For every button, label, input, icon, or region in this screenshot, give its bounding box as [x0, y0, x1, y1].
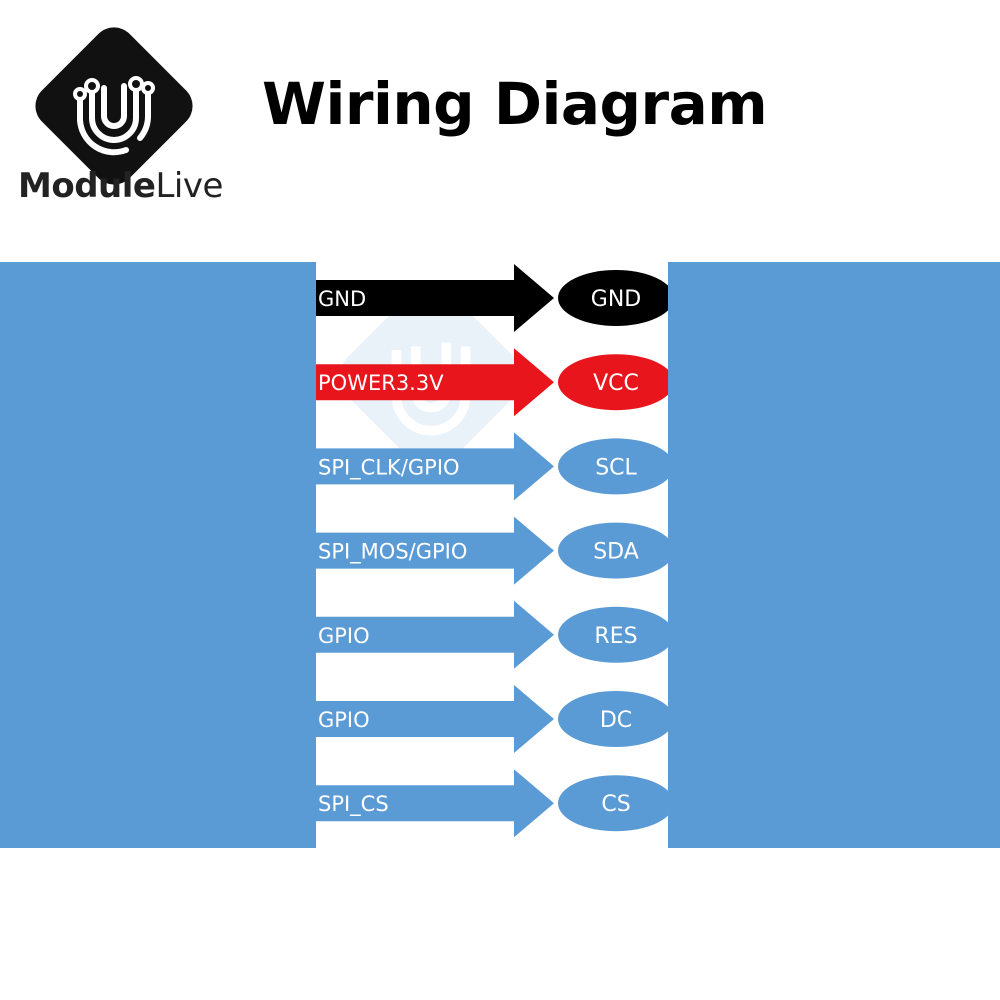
- page-title: Wiring Diagram: [262, 70, 768, 138]
- target-pin-label: SCL: [595, 455, 637, 480]
- connection-arrow: [316, 432, 554, 501]
- brand-logo: ModuleLive: [14, 14, 223, 206]
- source-pin-label: GPIO: [318, 624, 370, 648]
- source-pin-label: POWER3.3V: [318, 371, 444, 395]
- target-pin-label: CS: [601, 792, 630, 817]
- target-pin-ellipse: [558, 691, 668, 747]
- connection-arrow: [316, 348, 554, 417]
- source-pin-label: GPIO: [318, 708, 370, 732]
- connection-arrow: [316, 769, 554, 838]
- connection-arrow: [316, 685, 554, 753]
- left-panel: [0, 262, 316, 848]
- connection-arrow: [316, 600, 554, 669]
- connection-row: SPI_MOS/GPIO SDA: [316, 516, 668, 585]
- target-pin-label: RES: [594, 624, 637, 649]
- source-pin-label: GND: [318, 287, 366, 311]
- target-pin-ellipse: [558, 270, 668, 326]
- wiring-diagram: GND GND POWER3.3V VCC SPI_CLK/GPIO SCL SPI_MOS…: [316, 262, 668, 848]
- connection-row: GPIO RES: [316, 600, 668, 669]
- connection-row: GND GND: [316, 264, 668, 332]
- connection-row: POWER3.3V VCC: [316, 348, 668, 417]
- target-pin-ellipse: [558, 438, 668, 495]
- connection-row: GPIO DC: [316, 685, 668, 753]
- connection-arrow: [316, 516, 554, 585]
- target-pin-ellipse: [558, 522, 668, 579]
- circuit-logo-icon: [73, 76, 155, 156]
- target-pin-label: VCC: [593, 371, 639, 396]
- connection-arrow: [316, 264, 554, 332]
- connection-row: SPI_CS CS: [316, 769, 668, 838]
- brand-name: ModuleLive: [18, 166, 223, 206]
- wire-connections: GND GND POWER3.3V VCC SPI_CLK/GPIO SCL SPI_MOS…: [316, 264, 668, 838]
- target-pin-label: GND: [591, 287, 641, 312]
- source-pin-label: SPI_CS: [318, 792, 389, 817]
- source-pin-label: SPI_MOS/GPIO: [318, 540, 467, 565]
- right-panel: [668, 262, 1000, 848]
- target-pin-ellipse: [558, 606, 668, 663]
- target-pin-label: SDA: [593, 540, 639, 565]
- connection-row: SPI_CLK/GPIO SCL: [316, 432, 668, 501]
- target-pin-label: DC: [600, 708, 632, 733]
- brand-name-bold: Module: [18, 166, 156, 206]
- brand-name-light: Live: [155, 166, 223, 206]
- source-pin-label: SPI_CLK/GPIO: [318, 455, 460, 480]
- target-pin-ellipse: [558, 775, 668, 832]
- target-pin-ellipse: [558, 354, 668, 411]
